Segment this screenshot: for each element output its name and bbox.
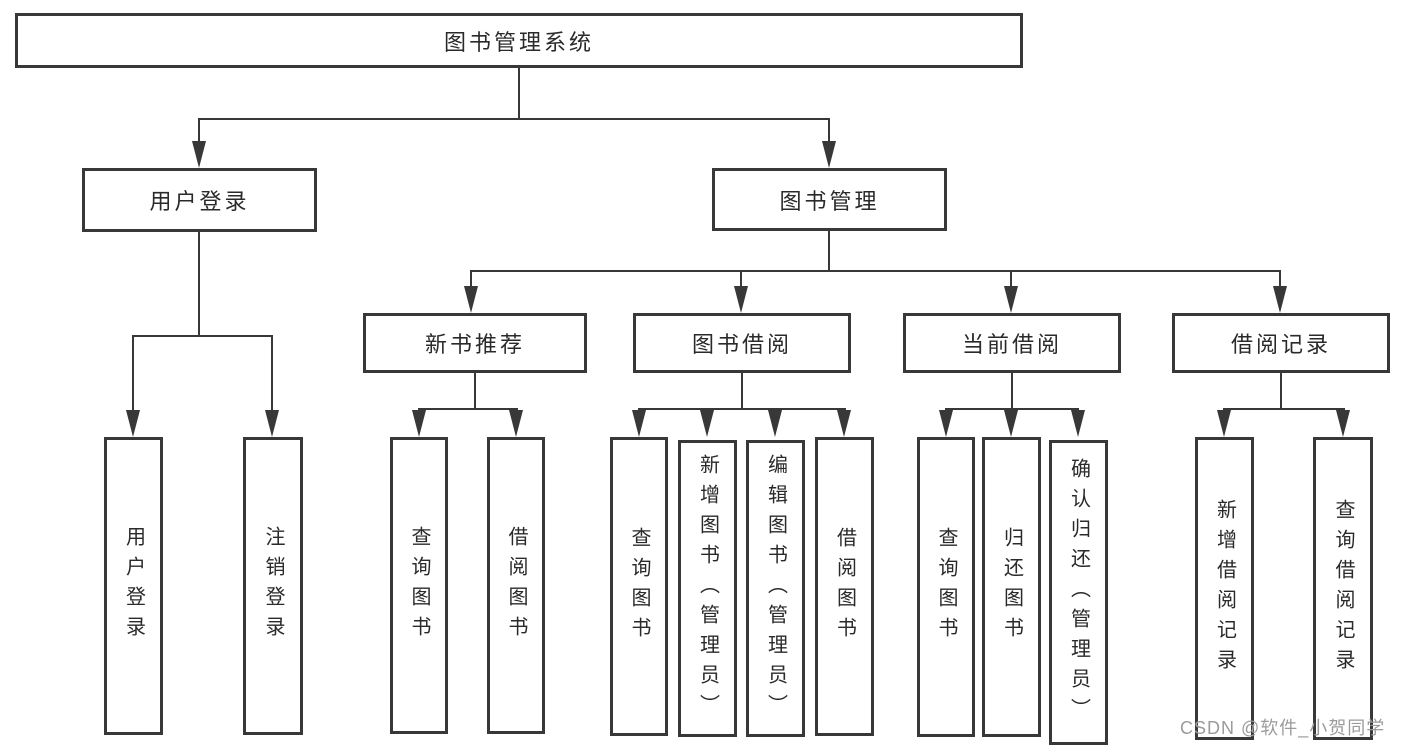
arrow-down-icon: [265, 410, 279, 437]
connector-line: [828, 118, 830, 146]
connector-line: [1010, 270, 1012, 288]
leaf-label: 查询借阅记录: [1332, 498, 1354, 679]
leaf-query-book: 查询图书: [917, 437, 975, 737]
arrow-down-icon: [412, 410, 426, 437]
leaf-return-book: 归还图书: [982, 437, 1041, 737]
node-new-book-recommend: 新书推荐: [363, 313, 587, 373]
connector-line: [132, 335, 134, 412]
node-label: 用户登录: [149, 189, 250, 214]
leaf-label: 借阅图书: [833, 526, 856, 647]
arrow-down-icon: [700, 410, 714, 437]
connector-line: [828, 231, 830, 272]
connector-line: [198, 118, 200, 146]
arrow-down-icon: [822, 141, 836, 168]
leaf-label: 确认归还（管理员）: [1067, 457, 1090, 728]
leaf-label: 借阅图书: [505, 525, 527, 646]
node-label: 新书推荐: [424, 332, 525, 357]
node-label: 图书管理: [779, 188, 880, 214]
leaf-label: 编辑图书（管理员）: [764, 453, 787, 724]
leaf-label: 用户登录: [122, 526, 145, 646]
node-book-management: 图书管理: [712, 168, 947, 231]
leaf-add-borrow-record: 新增借阅记录: [1195, 437, 1254, 740]
node-book-borrow: 图书借阅: [633, 313, 851, 373]
arrow-down-icon: [1071, 410, 1085, 437]
arrow-down-icon: [837, 410, 851, 437]
leaf-label: 查询图书: [935, 527, 957, 647]
arrow-down-icon: [1217, 410, 1231, 437]
leaf-query-borrow-record: 查询借阅记录: [1313, 437, 1373, 740]
connector-line: [418, 408, 518, 410]
connector-line: [271, 335, 273, 412]
connector-line: [470, 270, 1281, 272]
leaf-query-book: 查询图书: [610, 437, 668, 736]
connector-line: [638, 408, 846, 410]
leaf-label: 查询图书: [628, 526, 650, 647]
leaf-add-book-admin: 新增图书（管理员）: [678, 440, 737, 737]
arrow-down-icon: [734, 286, 748, 313]
leaf-query-book: 查询图书: [390, 437, 448, 734]
leaf-edit-book-admin: 编辑图书（管理员）: [746, 440, 805, 737]
arrow-down-icon: [939, 410, 953, 437]
node-current-borrow: 当前借阅: [903, 313, 1121, 373]
node-user-login: 用户登录: [82, 168, 317, 232]
leaf-label: 注销登录: [262, 526, 284, 646]
leaf-confirm-return-admin: 确认归还（管理员）: [1049, 440, 1108, 745]
node-borrow-record: 借阅记录: [1172, 313, 1390, 373]
leaf-label: 归还图书: [1000, 527, 1023, 647]
arrow-down-icon: [126, 410, 140, 437]
connector-line: [1223, 408, 1345, 410]
arrow-down-icon: [1004, 286, 1018, 313]
arrow-down-icon: [768, 410, 782, 437]
node-label: 图书管理系统: [443, 29, 594, 55]
connector-line: [1280, 373, 1282, 410]
leaf-label: 新增图书（管理员）: [696, 453, 719, 724]
connector-line: [1279, 270, 1281, 288]
connector-line: [132, 335, 273, 337]
node-label: 当前借阅: [961, 332, 1062, 357]
connector-line: [740, 270, 742, 288]
watermark: CSDN @软件_小贺同学: [1180, 718, 1386, 738]
connector-line: [198, 232, 200, 337]
arrow-down-icon: [509, 410, 523, 437]
connector-line: [474, 373, 476, 410]
arrow-down-icon: [1273, 286, 1287, 313]
leaf-label: 查询图书: [408, 525, 430, 646]
connector-line: [518, 68, 520, 120]
node-library-management-system: 图书管理系统: [15, 13, 1023, 68]
connector-line: [945, 408, 1079, 410]
connector-line: [741, 373, 743, 410]
leaf-user-login: 用户登录: [104, 437, 163, 735]
arrow-down-icon: [1336, 410, 1350, 437]
arrow-down-icon: [632, 410, 646, 437]
connector-line: [470, 270, 472, 288]
leaf-borrow-book: 借阅图书: [487, 437, 545, 734]
connector-line: [1011, 373, 1013, 410]
leaf-logout: 注销登录: [243, 437, 303, 735]
node-label: 借阅记录: [1230, 332, 1331, 357]
arrow-down-icon: [464, 286, 478, 313]
node-label: 图书借阅: [691, 332, 792, 357]
leaf-label: 新增借阅记录: [1213, 498, 1236, 679]
arrow-down-icon: [1004, 410, 1018, 437]
arrow-down-icon: [192, 141, 206, 168]
leaf-borrow-book: 借阅图书: [815, 437, 874, 736]
connector-line: [198, 118, 830, 120]
